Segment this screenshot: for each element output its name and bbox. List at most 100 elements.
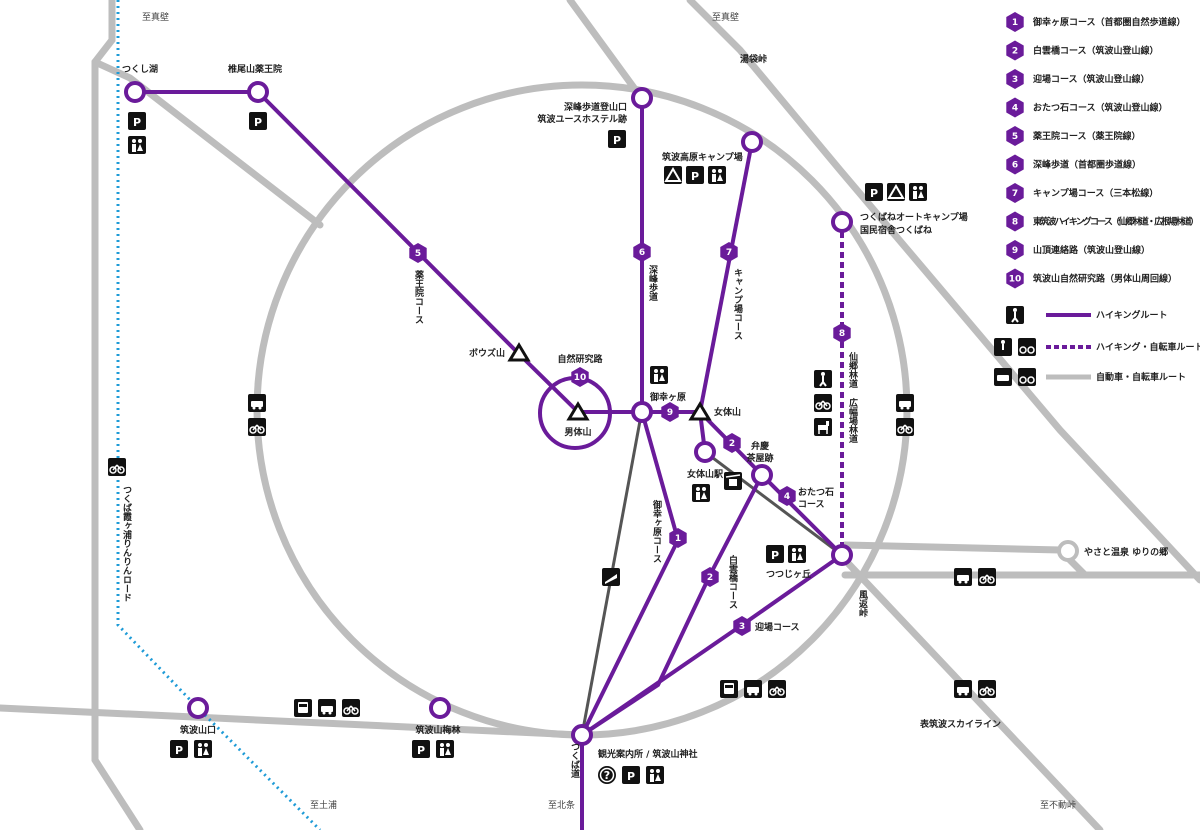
svg-text:P: P xyxy=(254,116,262,129)
node-shiiosan[interactable] xyxy=(247,81,269,103)
ropeway-line xyxy=(704,450,843,557)
vlabel-camp: キャンプ場コース xyxy=(732,268,743,340)
svg-text:P: P xyxy=(175,744,183,757)
legend-hex-badge xyxy=(1006,183,1024,203)
label-tsukubasanguchi: 筑波山口 xyxy=(180,724,216,736)
toilet-icon xyxy=(650,366,668,384)
car-icon xyxy=(744,680,762,698)
label-shiiosan: 椎尾山薬王院 xyxy=(227,63,282,75)
node-tsutsujigaoka[interactable] xyxy=(831,544,853,566)
direction-tsuchiura: 至土浦 xyxy=(310,799,337,811)
toilet-icon xyxy=(436,740,454,758)
legend-hex-number: 9 xyxy=(1012,246,1018,256)
bicycle-icon xyxy=(814,394,832,412)
svg-text:P: P xyxy=(613,134,621,147)
label-otatsuishi-1: おたつ石 xyxy=(798,487,834,498)
toilet-icon xyxy=(646,766,664,784)
bicycle-icon xyxy=(342,699,360,717)
label-omote: 表筑波スカイライン xyxy=(919,718,1001,730)
vlabel-fumine: 深峰歩道 xyxy=(647,264,658,302)
bicycle-icon xyxy=(768,680,786,698)
legend-hex-badge xyxy=(1006,126,1024,146)
bicycle-icon xyxy=(1018,338,1036,356)
label-yubukuro: 湯袋峠 xyxy=(740,53,767,65)
label-tsukushiko: つくし湖 xyxy=(122,63,158,75)
parking-icon: P xyxy=(412,740,430,758)
vlabel-shiraumebashi: 白雲橋コース xyxy=(727,554,738,609)
ropeway-icon xyxy=(724,472,742,490)
legend-hex-number: 1 xyxy=(1012,18,1018,28)
course-4-otatsuishi xyxy=(760,473,844,557)
legend-route-hiking-cycling: ハイキング・自転車ルート xyxy=(994,338,1200,356)
hex-badge-9: 9 xyxy=(661,402,679,422)
legend-hex-number: 3 xyxy=(1012,75,1018,85)
peak-nyotaisan-icon xyxy=(688,401,712,421)
svg-text:P: P xyxy=(627,770,635,783)
svg-text:4: 4 xyxy=(784,492,790,502)
node-kanko-annaisho[interactable] xyxy=(571,724,593,746)
parking-icon: P xyxy=(608,130,626,148)
vlabel-sengen: 仙郷林道 xyxy=(847,351,858,389)
legend-course-label: 白雲橋コース（筑波山登山線） xyxy=(1033,45,1159,57)
peak-bouzuyama-icon xyxy=(507,342,531,362)
node-nyotai-station[interactable] xyxy=(694,441,716,463)
node-fumine-trailhead[interactable] xyxy=(631,87,653,109)
legend-course-8: 8 東筑波ハイキングコース（仙郷林道・広根場林道） xyxy=(1006,211,1199,232)
label-tsutsujigaoka: つつじヶ丘 xyxy=(766,568,811,580)
car-icon xyxy=(954,568,972,586)
legend-hex-badge xyxy=(1006,69,1024,89)
node-kogen-camp[interactable] xyxy=(741,131,763,153)
legend-hiking-cycling-label: ハイキング・自転車ルート xyxy=(1096,341,1200,353)
hex-badge-2a: 2 xyxy=(723,433,741,453)
vlabel-rinrin: つくば霞ヶ浦りんりんロード xyxy=(121,485,132,602)
direction-fudoge: 至不動峠 xyxy=(1040,799,1076,811)
node-tsukushiko[interactable] xyxy=(124,81,146,103)
node-tsukubasanguchi[interactable] xyxy=(187,697,209,719)
node-mikaigahara[interactable] xyxy=(631,401,653,423)
rinrin-road-cycling xyxy=(116,0,322,830)
legend-course-label: 東筑波ハイキングコース（仙郷林道・広根場林道） xyxy=(1033,216,1199,228)
vlabel-hirohata: 広幅場林道 xyxy=(847,397,858,444)
legend-hex-number: 8 xyxy=(1012,218,1018,228)
course-7-camp xyxy=(698,141,754,413)
hex-badge-8: 8 xyxy=(833,323,851,343)
info-icon: ? xyxy=(598,766,616,784)
svg-text:?: ? xyxy=(604,769,610,782)
svg-text:3: 3 xyxy=(739,622,745,632)
svg-text:1: 1 xyxy=(675,534,681,544)
label-nantaisan: 男体山 xyxy=(564,426,591,438)
place-labels: 至真壁 至真壁 湯袋峠 つくし湖 椎尾山薬王院 深峰歩道登山口 筑波ユースホステ… xyxy=(122,11,1168,811)
node-bairin[interactable] xyxy=(429,697,451,719)
label-benkei-2: 茶屋跡 xyxy=(745,452,773,464)
svg-text:2: 2 xyxy=(707,573,713,583)
legend-hex-number: 10 xyxy=(1009,275,1022,285)
vlabel-yakuoin: 薬王院コース xyxy=(413,269,424,324)
label-kanko: 観光案内所 / 筑波山神社 xyxy=(598,748,698,760)
legend-hex-number: 5 xyxy=(1012,132,1018,142)
car-icon xyxy=(896,394,914,412)
label-mikaigahara: 御幸ヶ原 xyxy=(649,391,686,403)
node-benkei[interactable] xyxy=(751,464,773,486)
parking-icon: P xyxy=(170,740,188,758)
vlabel-tsukuba-michi: つくば道 xyxy=(569,742,580,779)
toilet-icon xyxy=(708,166,726,184)
label-fumine-1: 深峰歩道登山口 xyxy=(564,101,627,113)
label-auto-camp: つくばねオートキャンプ場 xyxy=(860,211,968,223)
legend-hex-badge xyxy=(1006,154,1024,175)
node-yasato-onsen[interactable] xyxy=(1057,540,1079,562)
hex-badge-7: 7 xyxy=(720,242,738,262)
legend-hex-badge xyxy=(1006,211,1024,232)
label-kogen-camp: 筑波高原キャンプ場 xyxy=(662,151,743,163)
svg-text:P: P xyxy=(691,170,699,183)
direction-kitajo: 至北条 xyxy=(548,799,575,811)
node-auto-camp[interactable] xyxy=(831,211,853,233)
vlabel-mikaigahara-course: 御幸ヶ原コース xyxy=(651,499,663,563)
bicycle-icon xyxy=(978,680,996,698)
